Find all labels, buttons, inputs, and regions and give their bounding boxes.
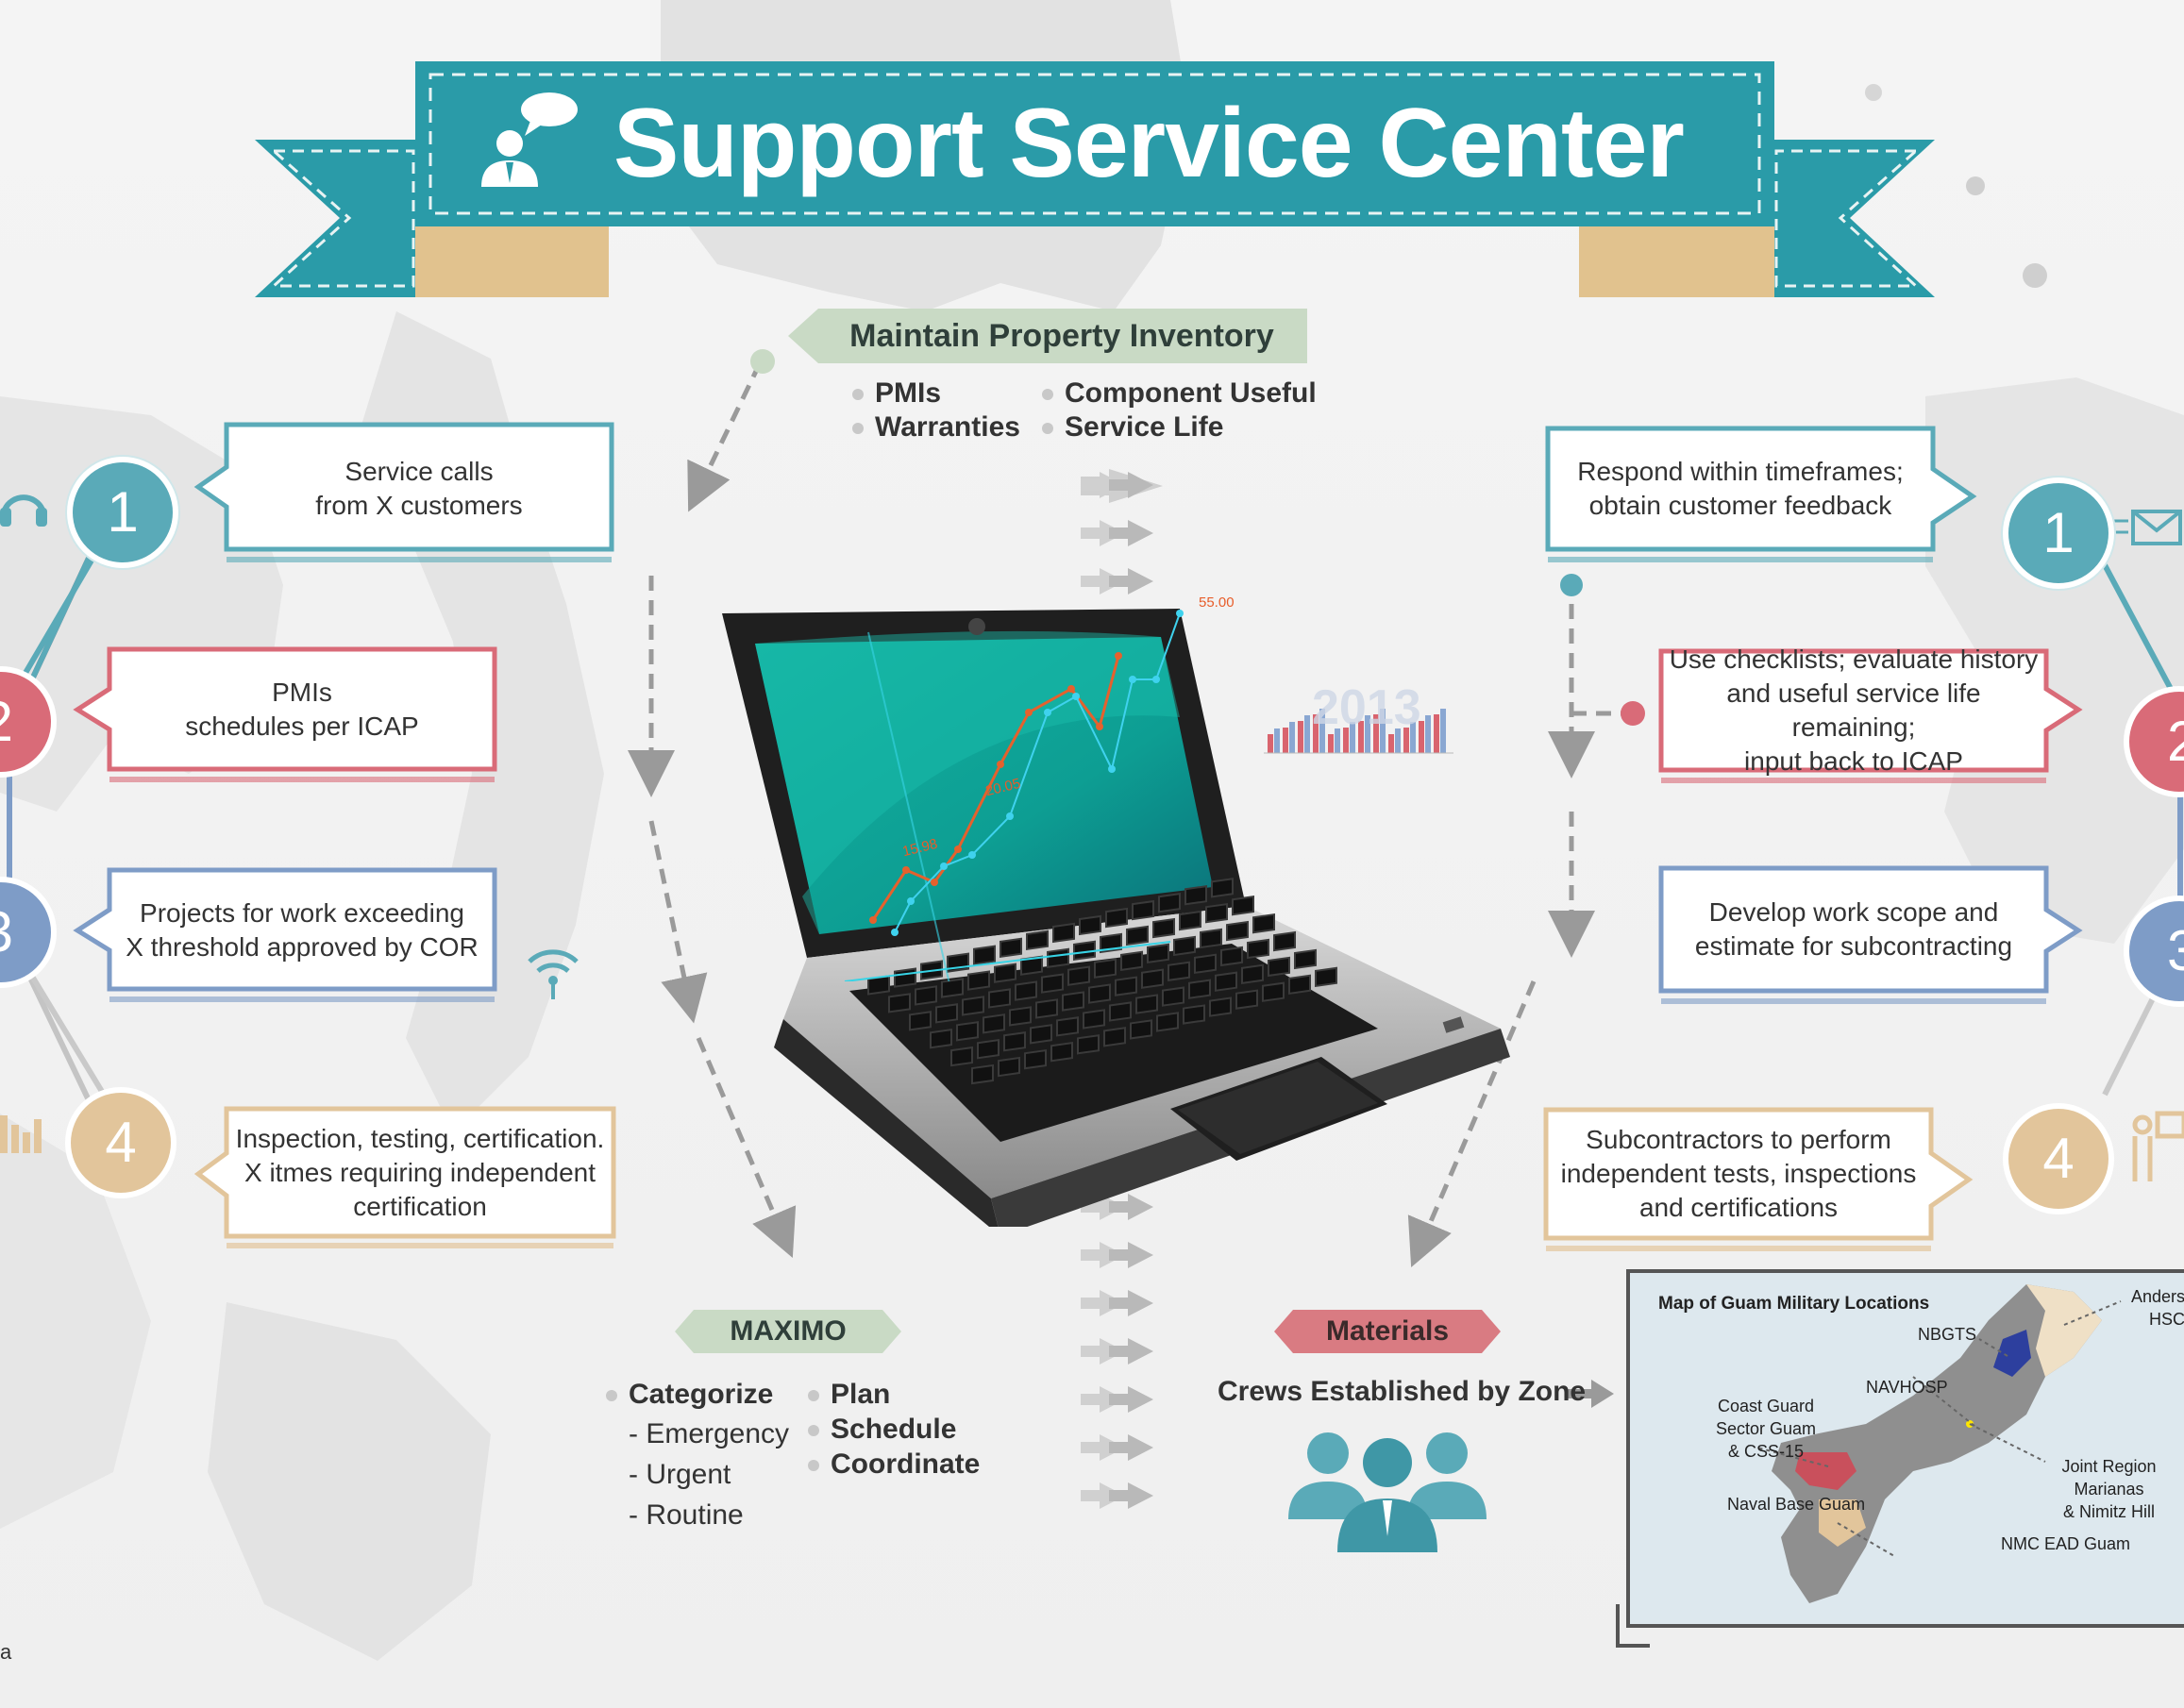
- right-step-boxes: [1543, 426, 2083, 1251]
- left-step-1-circle: 1: [73, 462, 173, 562]
- center-arrow: [1081, 1386, 1125, 1413]
- center-arrow: [1109, 1386, 1153, 1413]
- inventory-bullet-warranties: Warranties: [852, 411, 1020, 443]
- center-arrow: [1081, 1194, 1125, 1220]
- headset-icon: [0, 494, 47, 527]
- wifi-icon: [528, 949, 579, 999]
- map-title: Map of Guam Military Locations: [1658, 1294, 1930, 1314]
- inventory-tag-label: Maintain Property Inventory: [849, 317, 1274, 354]
- crew-people-icon: [1288, 1432, 1487, 1552]
- map-label-naval-base: Naval Base Guam: [1727, 1495, 1866, 1514]
- center-arrow: [1081, 520, 1125, 546]
- center-arrow: [1109, 568, 1153, 594]
- right-step-1-text: Respond within timeframes; obtain custom…: [1577, 457, 1904, 520]
- maximo-schedule: Schedule: [807, 1414, 957, 1445]
- right-step-4-circle: 4: [2008, 1109, 2108, 1209]
- left-step-boxes: [73, 422, 616, 1248]
- laptop-screen-chart: [844, 610, 1184, 981]
- center-arrow: [1109, 472, 1153, 498]
- center-arrow: [1081, 1434, 1125, 1461]
- inventory-bullet-service-life: Service Life: [1041, 411, 1224, 443]
- center-arrow: [1081, 568, 1125, 594]
- title-banner-ribbon: [255, 61, 1935, 297]
- maximo-tag-label: MAXIMO: [730, 1315, 847, 1347]
- center-arrow: [1081, 1242, 1125, 1268]
- mini-bar-chart: [1264, 709, 1453, 754]
- materials-tag-shape: [1274, 1310, 1501, 1353]
- maximo-categorize: Categorize: [605, 1379, 774, 1410]
- center-arrow: [1081, 472, 1125, 498]
- center-arrow: [1109, 1434, 1153, 1461]
- map-label-nmc: NMC EAD Guam: [2001, 1534, 2131, 1553]
- left-circle-chain: [0, 494, 107, 1153]
- center-arrow: [1109, 520, 1153, 546]
- corner-letter: a: [0, 1640, 12, 1664]
- mini-chart-year: 2013: [1312, 680, 1421, 735]
- right-step-4-text: Subcontractors to perform independent te…: [1560, 1125, 1917, 1222]
- center-arrow: [1081, 1482, 1125, 1509]
- center-arrow: [1109, 1242, 1153, 1268]
- guam-island-map: [1756, 1284, 2122, 1603]
- maximo-routine: - Routine: [629, 1499, 744, 1531]
- page-title: Support Service Center: [613, 89, 1685, 198]
- map-label-nbgts: NBGTS: [1918, 1325, 1977, 1344]
- center-arrow: [1081, 1290, 1125, 1316]
- maximo-plan: Plan: [807, 1379, 891, 1410]
- inventory-bullet-pmis: PMIs: [851, 377, 942, 409]
- center-arrow: [1109, 1290, 1153, 1316]
- left-step-4-text: Inspection, testing, certification. X it…: [235, 1124, 605, 1221]
- left-step-4-circle: 4: [71, 1093, 171, 1193]
- map-label-anders: Anders HSC: [2131, 1287, 2184, 1329]
- email-icon: [2114, 510, 2182, 545]
- maximo-urgent: - Urgent: [629, 1459, 731, 1490]
- right-step-1-circle: 1: [2008, 483, 2108, 583]
- left-step-3-text: Projects for work exceeding X threshold …: [126, 898, 479, 962]
- support-person-icon: [481, 92, 578, 187]
- maximo-tag-shape: [675, 1310, 901, 1353]
- center-arrow: [1081, 1338, 1125, 1365]
- chart-label-55: 55.00: [1199, 594, 1235, 611]
- inventory-tag-shape: [788, 309, 1307, 363]
- materials-tag-label: Materials: [1325, 1315, 1450, 1347]
- right-step-2-text: Use checklists; evaluate history and use…: [1669, 645, 2039, 776]
- map-label-navhosp: NAVHOSP: [1866, 1378, 1948, 1397]
- center-arrow: [1109, 1194, 1153, 1220]
- map-corner-mark: [1616, 1604, 1650, 1648]
- laptop-illustration: [722, 609, 1510, 1227]
- maximo-coordinate: Coordinate: [807, 1448, 981, 1480]
- left-step-2-text: PMIs schedules per ICAP: [185, 678, 419, 741]
- center-arrow: [1109, 1482, 1153, 1509]
- center-arrow: [1109, 1338, 1153, 1365]
- right-step-3-text: Develop work scope and estimate for subc…: [1694, 897, 2013, 961]
- inventory-bullet-component: Component Useful: [1042, 377, 1317, 409]
- maximo-emergency: - Emergency: [629, 1418, 790, 1449]
- crews-text: Crews Established by Zone: [1218, 1376, 1587, 1407]
- map-label-coast-guard: Coast Guard Sector Guam & CSS-15: [1716, 1397, 1817, 1461]
- map-label-joint-region: Joint Region Marianas & Nimitz Hill: [2061, 1457, 2157, 1521]
- left-step-1-text: Service calls from X customers: [315, 457, 523, 520]
